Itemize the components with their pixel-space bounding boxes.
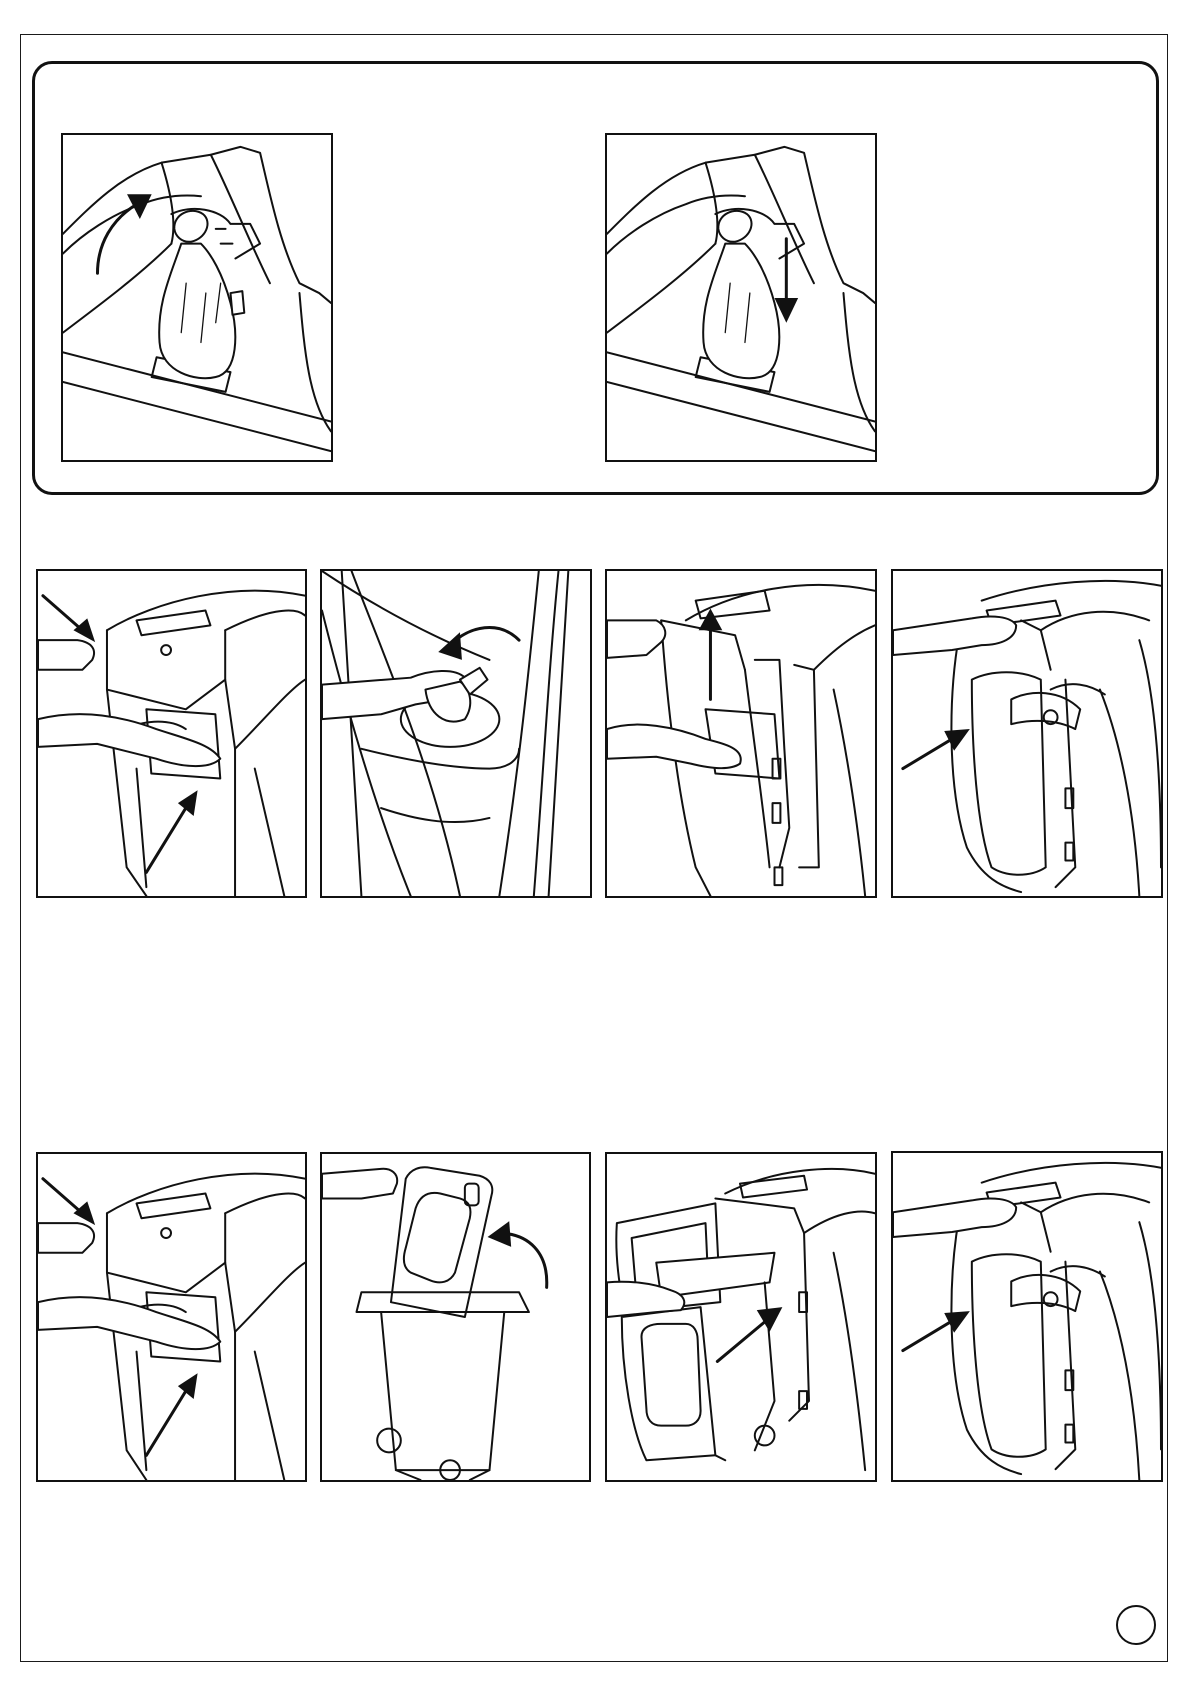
hand-turning-knob-illustration bbox=[322, 571, 590, 896]
figure-row1-close-unit bbox=[891, 569, 1163, 898]
hand-closing-cover-illustration bbox=[893, 1153, 1161, 1480]
figure-row2-close-unit bbox=[891, 1151, 1163, 1482]
figure-row2-release-lid bbox=[36, 1152, 307, 1482]
hand-lifting-cover-illustration bbox=[607, 571, 875, 896]
figure-bag-lift bbox=[61, 133, 333, 462]
figure-row1-lift-unit bbox=[605, 569, 877, 898]
figure-bag-lower bbox=[605, 133, 877, 462]
hand-closing-cover-illustration bbox=[893, 571, 1161, 896]
page-number-badge bbox=[1116, 1605, 1156, 1645]
figure-row2-open-bin-lid bbox=[320, 1152, 591, 1482]
hands-pressing-catches-illustration bbox=[38, 1154, 305, 1480]
figure-row1-unscrew-cap bbox=[320, 569, 592, 898]
figure-row1-release-lid bbox=[36, 569, 307, 898]
figure-row2-insert-bin bbox=[605, 1152, 877, 1482]
hand-opening-bin-lid-illustration bbox=[322, 1154, 589, 1480]
hands-pressing-catches-illustration bbox=[38, 571, 305, 896]
hand-lifting-bag-illustration bbox=[63, 135, 331, 460]
hand-pushing-bin-illustration bbox=[607, 1154, 875, 1480]
hand-lowering-bag-illustration bbox=[607, 135, 875, 460]
